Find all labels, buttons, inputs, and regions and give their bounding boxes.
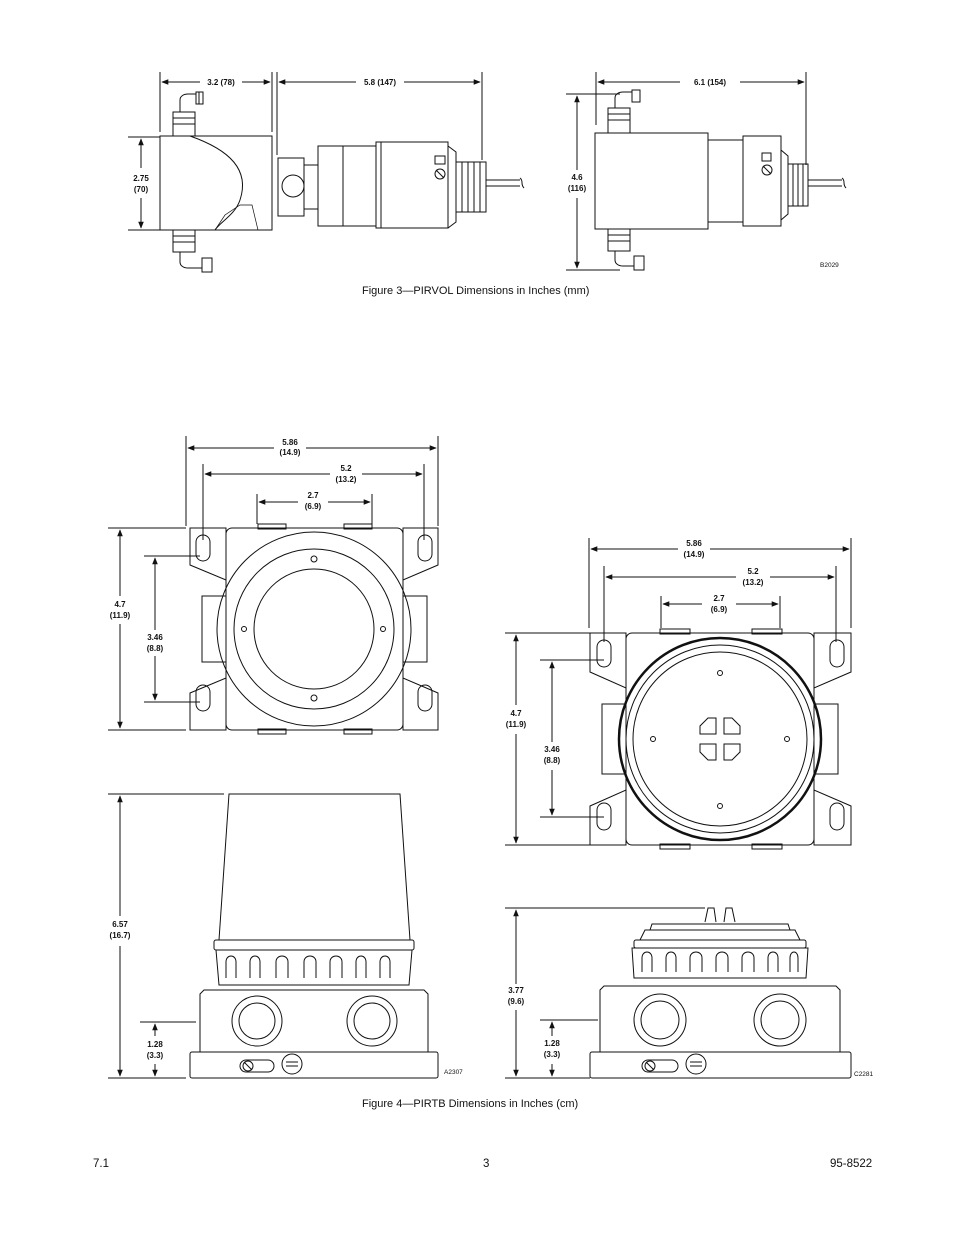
figure-4-labels: 5.86 (14.9) 5.2 (13.2) 2.7 (6.9) 4.7 (11… [110,438,874,1078]
figure-4-code-left: A2307 [444,1069,463,1076]
dim-w-overall-1-left: 5.86 [282,438,298,447]
dim-left-height-1: 2.75 [133,174,149,183]
figure-3-pirvol-assembled [566,72,846,270]
dim-w-mid-2-left: (13.2) [336,475,357,484]
dim-base-height-2-right: (3.3) [544,1050,561,1059]
figure-3-labels: 3.2 (78) 5.8 (147) 2.75 (70) 6.1 (154) 4… [133,78,839,269]
dim-side-height-2-right: (9.6) [508,997,525,1006]
dim-h-overall-2-right: (11.9) [506,720,527,729]
figure-3-pirvol-side [128,72,524,272]
figure-4-side-view-left [108,794,438,1078]
dim-w-inner-1-right: 2.7 [713,594,725,603]
footer-document-number: 95-8522 [830,1158,873,1170]
dim-side-height-1-left: 6.57 [112,920,128,929]
dim-h-inner-2-left: (8.8) [147,644,164,653]
dim-h-overall-1-right: 4.7 [510,709,522,718]
dim-h-overall-1-left: 4.7 [114,600,126,609]
dim-left-height-2: (70) [134,185,149,194]
figure-4-caption: Figure 4—PIRTB Dimensions in Inches (cm) [362,1098,579,1110]
dim-side-height-1-right: 3.77 [508,986,524,995]
figure-4-front-view-left [108,436,438,734]
dim-h-inner-1-right: 3.46 [544,745,560,754]
dim-right-height-1: 4.6 [571,173,583,182]
dim-right-width: 6.1 (154) [694,78,726,87]
dim-w-inner-2-left: (6.9) [305,502,322,511]
dim-left-width: 3.2 (78) [207,78,235,87]
dim-h-inner-2-right: (8.8) [544,756,561,765]
dim-base-height-1-left: 1.28 [147,1040,163,1049]
dim-base-height-2-left: (3.3) [147,1051,164,1060]
dim-mid-length: 5.8 (147) [364,78,396,87]
dim-w-mid-1-right: 5.2 [747,567,759,576]
dim-right-height-2: (116) [568,184,587,193]
figure-4-code-right: C2281 [854,1071,874,1078]
footer-page-number: 3 [483,1158,490,1170]
dim-w-inner-2-right: (6.9) [711,605,728,614]
figure-4-front-view-right [505,538,851,849]
footer-revision: 7.1 [93,1158,109,1170]
dim-w-overall-2-left: (14.9) [280,448,301,457]
dim-w-inner-1-left: 2.7 [307,491,319,500]
dim-w-overall-1-right: 5.86 [686,539,702,548]
figure-3-code: B2029 [820,262,839,269]
dim-w-mid-2-right: (13.2) [743,578,764,587]
dim-base-height-1-right: 1.28 [544,1039,560,1048]
figure-3-caption: Figure 3—PIRVOL Dimensions in Inches (mm… [362,285,590,297]
figure-4-side-view-right [505,908,851,1078]
dim-w-overall-2-right: (14.9) [684,550,705,559]
dim-side-height-2-left: (16.7) [110,931,131,940]
dim-w-mid-1-left: 5.2 [340,464,352,473]
dim-h-inner-1-left: 3.46 [147,633,163,642]
dim-h-overall-2-left: (11.9) [110,611,131,620]
